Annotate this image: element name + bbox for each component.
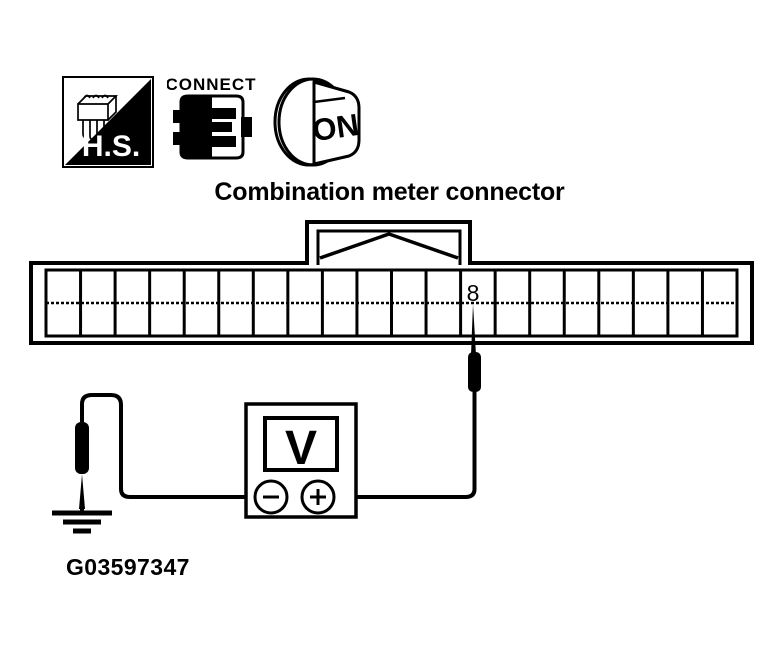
chassis-ground (52, 505, 112, 534)
negative-probe (75, 393, 246, 509)
voltmeter-negative-terminal (253, 479, 289, 515)
positive-probe-handle (468, 352, 481, 392)
negative-probe-handle (75, 422, 89, 474)
ignition-on-icon: ON (273, 77, 361, 167)
positive-probe-lead (335, 392, 477, 499)
voltmeter-positive-terminal (300, 479, 336, 515)
connector-latch (316, 229, 462, 265)
combination-meter-connector (29, 220, 754, 345)
positive-probe (335, 304, 481, 499)
connect-icon: CONNECT (167, 75, 257, 160)
icon-row: H.S. CONNECT ON (62, 70, 372, 170)
negative-probe-lead (80, 393, 246, 499)
positive-probe-tip (471, 304, 476, 355)
hs-icon: H.S. (62, 76, 154, 168)
voltmeter: V (244, 402, 358, 519)
terminal-8-label: 8 (467, 280, 480, 306)
hs-icon-label: H.S. (82, 130, 140, 163)
connect-icon-label: CONNECT (167, 75, 257, 94)
page-title: Combination meter connector (214, 178, 565, 206)
negative-probe-tip (79, 474, 85, 509)
ignition-on-icon-label: ON (310, 107, 361, 148)
figure-id-label: G03597347 (66, 554, 190, 580)
connect-icon-plug (173, 94, 252, 160)
voltmeter-display-label: V (285, 422, 317, 475)
voltmeter-display (263, 416, 339, 472)
hs-icon-connector-drawing (77, 94, 119, 141)
